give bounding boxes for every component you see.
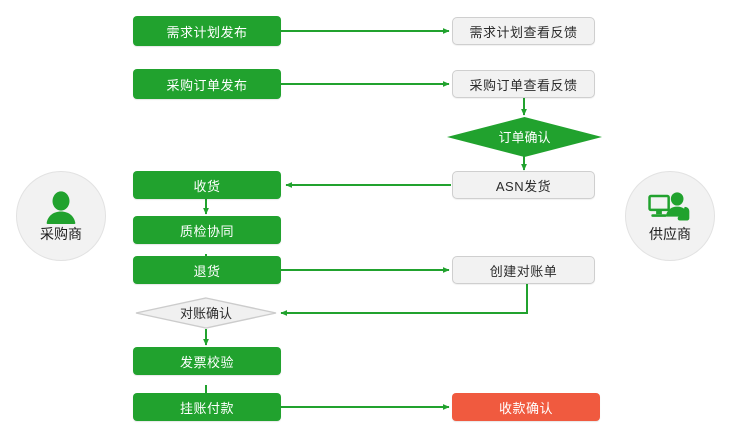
node-receipt-confirm[interactable]: 收款确认 [452, 393, 600, 421]
node-order-confirm[interactable]: 订单确认 [447, 117, 602, 157]
diamond-shape [135, 297, 277, 329]
node-label: 订单确认 [498, 129, 551, 145]
node-return-goods[interactable]: 退货 [133, 256, 281, 284]
node-label: 需求计划查看反馈 [469, 24, 578, 40]
node-po-feedback[interactable]: 采购订单查看反馈 [452, 70, 595, 98]
node-demand-plan-feedback[interactable]: 需求计划查看反馈 [452, 17, 595, 45]
node-label: 采购订单发布 [166, 77, 248, 93]
node-label: 需求计划发布 [166, 24, 248, 40]
node-statement-confirm[interactable]: 对账确认 [135, 297, 277, 329]
actor-supplier-label: 供应商 [649, 226, 691, 242]
person-computer-icon [648, 191, 692, 225]
node-create-statement[interactable]: 创建对账单 [452, 256, 595, 284]
actor-supplier[interactable]: 供应商 [625, 171, 715, 261]
node-po-publish[interactable]: 采购订单发布 [133, 69, 281, 99]
node-label: 退货 [193, 263, 221, 279]
node-invoice-check[interactable]: 发票校验 [133, 347, 281, 375]
actor-buyer[interactable]: 采购商 [16, 171, 106, 261]
node-label: 质检协同 [179, 223, 234, 239]
node-label: 对账确认 [179, 305, 232, 321]
edge-create-statement-to-statement-confirm [280, 284, 528, 316]
node-label: 收款确认 [498, 400, 553, 416]
actor-buyer-label: 采购商 [40, 226, 82, 242]
node-label: 挂账付款 [179, 400, 234, 416]
node-qc-collab[interactable]: 质检协同 [133, 216, 281, 244]
person-icon [39, 191, 83, 225]
diamond-shape [447, 117, 602, 157]
node-payable-payment[interactable]: 挂账付款 [133, 393, 281, 421]
node-label: ASN发货 [495, 178, 552, 194]
node-receive-goods[interactable]: 收货 [133, 171, 281, 199]
node-label: 采购订单查看反馈 [469, 77, 578, 93]
node-asn-ship[interactable]: ASN发货 [452, 171, 595, 199]
node-demand-plan-publish[interactable]: 需求计划发布 [133, 16, 281, 46]
node-label: 创建对账单 [489, 263, 558, 279]
node-label: 发票校验 [179, 354, 234, 370]
node-label: 收货 [193, 178, 221, 194]
